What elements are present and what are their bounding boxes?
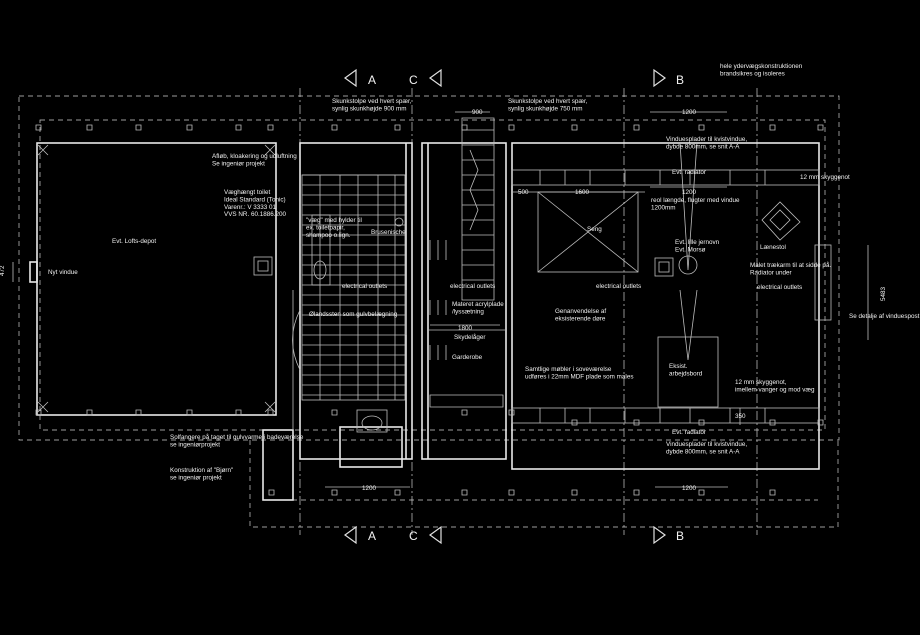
note-olandsten: Ølandssten som gulvbelægning (309, 311, 398, 318)
dim-500: 500 (518, 189, 529, 196)
note-vindue-bottom: Vinduesplader til kvistvindue,dybde 800m… (666, 441, 747, 455)
dim-5483: 5483 (880, 286, 887, 301)
note-konstruktion: Konstruktion af "Bjørn"se ingeniør proje… (170, 467, 233, 481)
dim-1800: 1800 (458, 325, 473, 332)
note-electrical-outlets-3: electrical outlets (596, 283, 641, 290)
section-label-a-bottom: A (368, 529, 376, 543)
dim-1200-bottom-left: 1200 (362, 485, 377, 492)
dim-350: 350 (735, 413, 746, 420)
note-solfanger: Solfangere på taget til gulvvarme i bade… (170, 433, 304, 448)
note-electrical-outlets-4: electrical outlets (757, 284, 802, 291)
section-arrows (343, 68, 667, 545)
note-garderobe: Garderobe (452, 354, 483, 361)
note-lofts: Evt. Lofts-depot (112, 238, 156, 245)
note-skydelaager: Skydelåger (454, 333, 486, 341)
note-detalje: Se detalje af vinduespost (849, 313, 920, 320)
dashed-envelope (18, 88, 840, 535)
note-electrical-outlets-1: electrical outlets (342, 283, 387, 290)
dim-472: 472 (0, 265, 6, 276)
dim-1200-bottom-right: 1200 (682, 485, 697, 492)
note-skunk-right: Skunkstolpe ved hvert spær,synlig skunkh… (508, 98, 588, 112)
note-electrical-outlets-2: electrical outlets (450, 283, 495, 290)
note-bord: Eksist.arbejdsbord (669, 363, 703, 377)
note-radiator-bottom: Evt. radiator (672, 429, 706, 436)
section-label-b-top: B (676, 73, 684, 87)
note-skyggenot-bottom: 12 mm skyggenot,imellem vanger og mod væ… (735, 379, 815, 393)
bedroom (253, 141, 832, 424)
note-laenestol: Lænestol (760, 244, 786, 251)
dim-1200-top: 1200 (682, 109, 697, 116)
note-acryl: Materet acrylplade/lyssætning (452, 301, 504, 315)
dim-900: 900 (472, 109, 483, 116)
note-radiator-top: Evt. radiator (672, 169, 706, 176)
section-label-a-top: A (368, 73, 376, 87)
dim-1200-middle: 1200 (682, 189, 697, 196)
walls (29, 142, 820, 501)
note-skyggenot-top: 12 mm skyggenot (800, 174, 850, 181)
dimension-lines (12, 111, 869, 488)
section-label-b-bottom: B (676, 529, 684, 543)
dim-1600: 1600 (575, 189, 590, 196)
note-vindue-top: Vinduesplader til kvistvindue,dybde 800m… (666, 136, 747, 150)
note-brusenicke: Brusenische (371, 229, 406, 236)
section-label-c-top: C (409, 73, 418, 87)
section-label-c-bottom: C (409, 529, 418, 543)
joist-markers (35, 124, 824, 496)
stair-wardrobe (428, 117, 506, 408)
bathroom (292, 174, 407, 433)
note-skunk-left: Skunkstolpe ved hvert spær,synlig skunkh… (332, 98, 412, 112)
note-nyt-vindue: Nyt vindue (48, 269, 78, 276)
note-seng: Seng (587, 226, 602, 233)
note-traekarm: Malet trækarm til at sidde på.Radiator u… (750, 261, 831, 276)
